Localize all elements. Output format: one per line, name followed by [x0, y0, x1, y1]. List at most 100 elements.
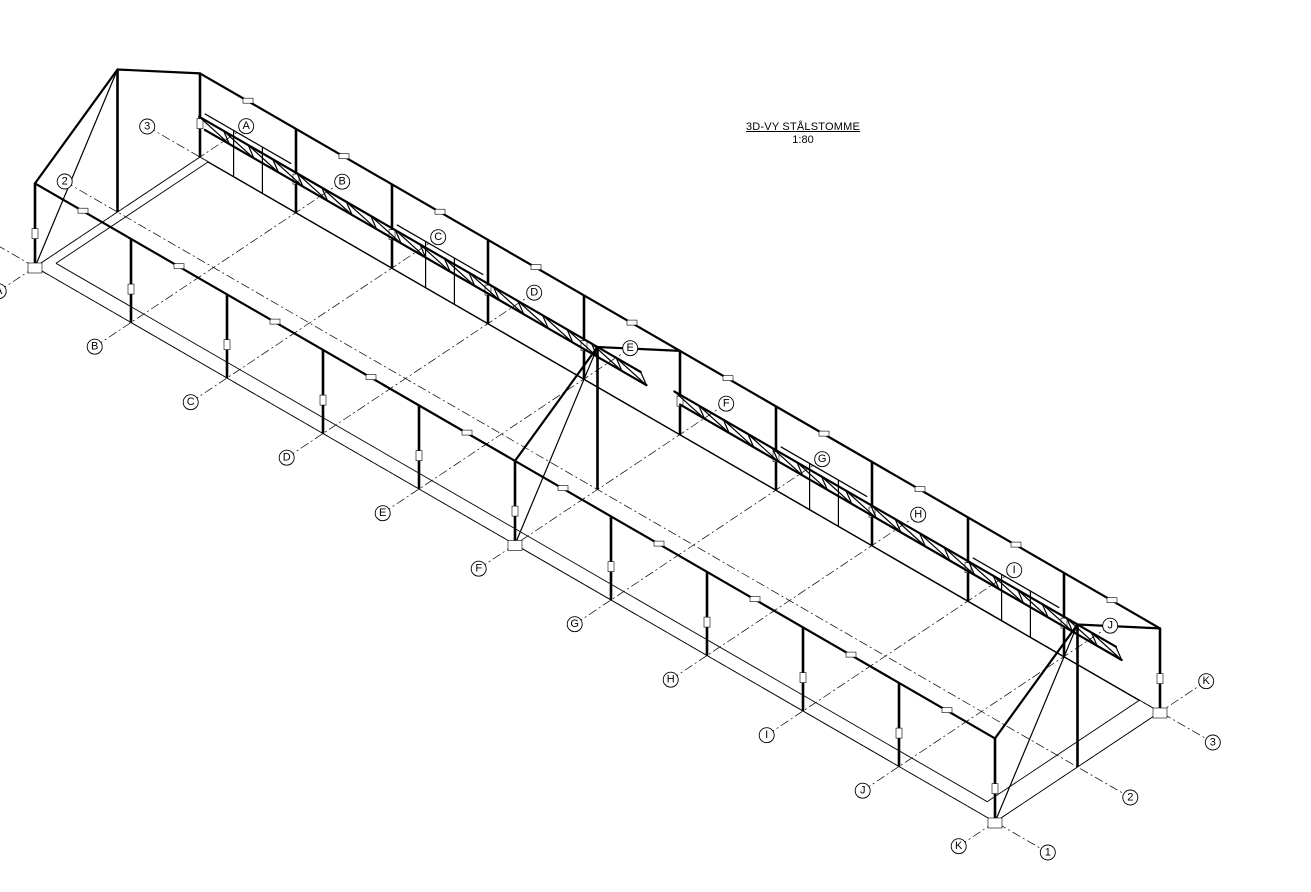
ridge-truss-a-e-web — [247, 144, 255, 159]
grid-bubble-circle — [662, 671, 679, 688]
beam-tag — [1010, 541, 1022, 548]
column-tag — [991, 783, 999, 794]
grid-line-e — [382, 347, 631, 514]
ridge-truss-f-k-web — [747, 433, 779, 462]
ridge-truss-f-k-web — [992, 575, 1000, 590]
grid-bubble-b: B — [334, 173, 351, 190]
grid-line-j — [862, 625, 1111, 791]
ridge-truss-a-e-web — [198, 116, 230, 145]
base-plate — [27, 262, 43, 274]
grid-bubble-f: F — [718, 395, 735, 412]
ridge-truss-f-k-web — [771, 447, 779, 462]
beam-tag — [242, 97, 254, 104]
ridge-truss-a-e-web — [296, 173, 304, 187]
ridge-truss-a-e-web — [640, 371, 648, 386]
ridge-truss-f-k-web — [820, 476, 828, 491]
grid-bubbles: AABBCCDDEEFFGGHHIIJJKK112233 — [0, 118, 1221, 861]
ridge-truss-a-e-web — [296, 172, 328, 202]
column-tag — [895, 727, 903, 739]
grid-line-i — [766, 569, 1015, 736]
ridge-truss-a-e-web — [493, 286, 525, 315]
ridge-truss-f-k-web — [698, 405, 706, 420]
grid-bubble-d: D — [526, 284, 543, 301]
gable-brace — [514, 346, 599, 545]
ridge-truss-f-k-web — [796, 462, 804, 476]
ridge-truss-f-k-web — [771, 447, 804, 477]
ridge-truss-f-k-web — [894, 518, 902, 533]
grid-bubble-f: F — [470, 560, 487, 577]
beam-tag — [434, 208, 446, 215]
grid-bubble-label: K — [955, 840, 963, 852]
ridge-truss-a-e-web — [394, 229, 402, 244]
beam-tag — [941, 707, 953, 713]
column-tag — [196, 118, 204, 129]
grid-bubble-label: G — [818, 453, 827, 465]
grid-bubble-circle — [1204, 734, 1221, 751]
ridge-truss-f-k-web — [722, 419, 730, 434]
column-tag — [292, 173, 300, 185]
ridge-truss-a-e-web — [566, 329, 574, 343]
grid-bubble-circle — [1198, 673, 1215, 690]
grid-bubble-i: I — [758, 727, 775, 744]
grid-bubble-label: G — [570, 618, 579, 630]
ridge-truss-f-k-web — [747, 433, 755, 448]
grid-bubble-g: G — [814, 451, 831, 468]
grid-bubble-circle — [86, 338, 103, 355]
beam-tag — [530, 264, 542, 270]
grid-bubble-k: K — [950, 838, 967, 855]
ridge-truss-a-e-web — [468, 272, 476, 287]
ridge-truss-f-k-web — [919, 532, 951, 562]
beam-tag — [653, 540, 665, 547]
grid-bubble-2: 2 — [1122, 789, 1139, 806]
grid-bubble-circle — [950, 838, 967, 855]
grid-bubble-c: C — [182, 394, 199, 411]
grid-bubble-circle — [526, 284, 543, 301]
grid-bubble-circle — [470, 560, 487, 577]
ridge-truss-f-k-web — [1090, 632, 1098, 647]
grid-bubble-g: G — [566, 616, 583, 633]
ridge-truss-f-k-web — [845, 490, 853, 505]
column-tag — [319, 394, 327, 406]
grid-bubble-label: H — [667, 674, 675, 686]
grid-line-g — [574, 458, 823, 625]
steel-structure — [27, 68, 1168, 829]
grid-bubble-circle — [374, 505, 391, 522]
beam-tag — [557, 485, 569, 491]
column-tag — [580, 340, 588, 351]
column-tag — [31, 228, 39, 239]
grid-bubble-circle — [1122, 789, 1139, 806]
beam-tag — [722, 375, 734, 381]
ridge-truss-f-k-web — [870, 504, 877, 519]
ridge-truss-f-k-web — [943, 546, 975, 576]
grid-line-1 — [0, 246, 1048, 853]
grid-bubble-3: 3 — [1204, 734, 1221, 751]
column-tag — [703, 616, 711, 628]
grid-bubble-j: J — [1102, 617, 1119, 634]
grid-bubble-e: E — [374, 505, 391, 522]
grid-bubble-label: I — [1013, 564, 1016, 576]
grid-bubble-circle — [1102, 617, 1119, 634]
grid-bubble-label: F — [475, 563, 482, 575]
ridge-truss-a-e-web — [223, 130, 255, 159]
grid-bubble-label: 2 — [62, 176, 68, 188]
ridge-truss-a-e-web — [272, 158, 280, 173]
grid-bubble-b: B — [86, 338, 103, 355]
column-tag — [511, 505, 519, 517]
ridge-truss-f-k-web — [1041, 603, 1074, 633]
grid-bubble-circle — [910, 506, 927, 523]
grid-bubble-circle — [1006, 562, 1023, 579]
wall-girt — [972, 557, 1060, 609]
ridge-truss-a-e-web — [419, 243, 451, 273]
ridge-truss-f-k-web — [968, 561, 976, 576]
drawing-title-block: 3D-VY STÅLSTOMME 1:80 — [718, 121, 888, 146]
grid-bubble-label: H — [914, 509, 922, 521]
grid-bubble-label: B — [91, 341, 98, 353]
ridge-truss-f-k-web — [673, 390, 706, 420]
ridge-truss-a-e-web — [542, 314, 574, 344]
ridge-truss-a-e-web — [223, 130, 230, 145]
ridge-truss-a-e-web — [517, 300, 549, 329]
grid-bubble-label: A — [243, 120, 251, 132]
ridge-truss-a-e-web — [443, 258, 476, 287]
ridge-truss-f-k-web — [698, 405, 730, 434]
